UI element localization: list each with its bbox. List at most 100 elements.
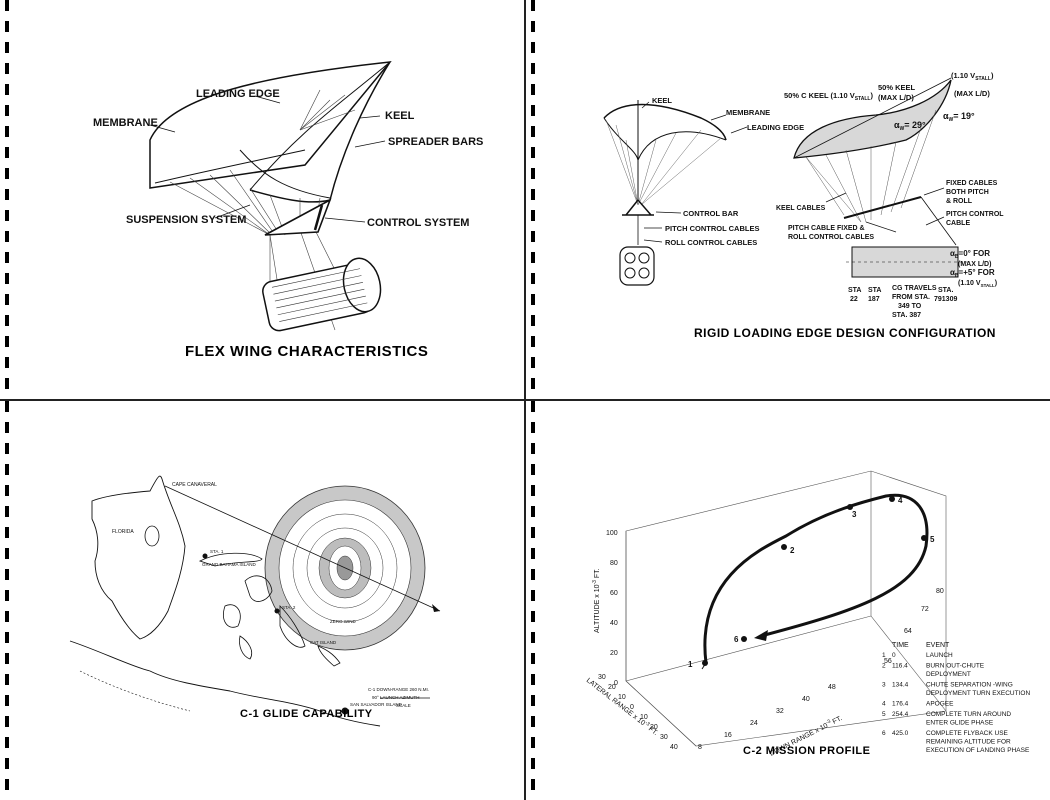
- event-time: 134.4: [892, 682, 909, 689]
- svg-text:80: 80: [610, 560, 618, 567]
- svg-text:20: 20: [610, 650, 618, 657]
- binding-hole: [531, 210, 535, 221]
- binding-hole: [531, 485, 535, 496]
- binding-hole: [5, 315, 9, 326]
- binding-hole: [5, 273, 9, 284]
- event-description: DEPLOYMENT TURN EXECUTION: [926, 690, 1030, 697]
- glide-map: CAPE CANAVERAL FLORIDA GRAND BAHAMA ISLA…: [69, 475, 441, 727]
- binding-hole: [5, 758, 9, 769]
- label-cg-4: STA. 387: [892, 312, 921, 319]
- label-sta-22-b: 22: [850, 296, 858, 303]
- label-membrane: MEMBRANE: [726, 108, 770, 117]
- mission-profile-chart: 100 80 60 40 20 0 ALTITUDE x 10-3 FT. 30…: [585, 470, 1030, 758]
- label-cape: CAPE CANAVERAL: [172, 482, 217, 488]
- point-6: 6: [734, 635, 739, 644]
- binding-hole: [5, 63, 9, 74]
- binding-hole: [5, 147, 9, 158]
- altitude-axis-label: ALTITUDE x 10-3 FT.: [592, 568, 601, 633]
- binding-holes: [530, 0, 536, 399]
- label-max-ld-1: (MAX L/D): [878, 93, 914, 102]
- label-pitch-control-cable-1: PITCH CONTROL: [946, 211, 1004, 218]
- binding-hole: [531, 21, 535, 32]
- svg-text:30: 30: [598, 674, 606, 681]
- point-2: 2: [790, 546, 795, 555]
- label-keel-cables: KEEL CABLES: [776, 205, 826, 212]
- binding-hole: [531, 63, 535, 74]
- front-wing: [603, 103, 727, 141]
- side-payload: [851, 246, 959, 278]
- label-san-salvador: SAN SALVADOR ISLAND: [350, 702, 403, 707]
- binding-hole: [5, 105, 9, 116]
- svg-text:40: 40: [610, 620, 618, 627]
- rigid-design-diagram: KEEL MEMBRANE LEADING EDGE CONTROL BAR P…: [603, 71, 1004, 340]
- label-spreader-bars: SPREADER BARS: [388, 136, 483, 148]
- caption-rigid: RIGID LOADING EDGE DESIGN CONFIGURATION: [694, 326, 996, 340]
- binding-holes: [4, 0, 10, 399]
- binding-hole: [531, 527, 535, 538]
- event-description: LAUNCH: [926, 652, 953, 659]
- label-cg-2: FROM STA.: [892, 294, 930, 301]
- event-description: CHUTE SEPARATION -WING: [926, 682, 1013, 689]
- binding-hole: [531, 674, 535, 685]
- binding-hole: [531, 105, 535, 116]
- mission-profile-page: 100 80 60 40 20 0 ALTITUDE x 10-3 FT. 30…: [525, 400, 1050, 800]
- flex-wing-diagram: LEADING EDGE MEMBRANE KEEL SPREADER BARS…: [93, 61, 483, 360]
- florida-coast: [91, 475, 186, 640]
- label-alpha-19: αW= 19°: [943, 111, 975, 123]
- binding-hole: [531, 590, 535, 601]
- svg-text:10: 10: [618, 694, 626, 701]
- svg-text:10: 10: [640, 714, 648, 721]
- binding-hole: [531, 443, 535, 454]
- binding-hole: [531, 611, 535, 622]
- label-pitch-cable-fixed-1: PITCH CABLE FIXED &: [788, 225, 865, 232]
- label-keel-50: 50% KEEL: [878, 83, 916, 92]
- binding-hole: [5, 21, 9, 32]
- binding-hole: [5, 569, 9, 580]
- event-description: REMAINING ALTITUDE FOR: [926, 739, 1011, 746]
- binding-hole: [531, 401, 535, 412]
- label-fixed-cables-2: BOTH PITCH: [946, 189, 989, 196]
- svg-text:64: 64: [904, 628, 912, 635]
- event-description: APOGEE: [926, 701, 954, 708]
- event-number: 2: [882, 663, 886, 670]
- event-markers: 1 2 3 4 5 6: [688, 496, 935, 669]
- label-alpha-b5-note: (1.10 VSTALL): [958, 280, 997, 288]
- label-keel: KEEL: [385, 110, 415, 122]
- binding-hole: [5, 231, 9, 242]
- event-time: 116.4: [892, 663, 908, 670]
- label-fixed-cables-3: & ROLL: [946, 198, 973, 205]
- control-bar: [264, 198, 332, 236]
- svg-text:72: 72: [921, 606, 929, 613]
- binding-hole: [5, 189, 9, 200]
- label-sta-187-b: 187: [868, 296, 880, 303]
- label-cg-1: CG TRAVELS: [892, 285, 937, 292]
- label-alpha-b0: αB=0° FOR: [950, 249, 990, 260]
- binding-hole: [5, 527, 9, 538]
- label-florida: FLORIDA: [112, 529, 134, 535]
- table-header-event: EVENT: [926, 642, 950, 649]
- event-time: 254.4: [892, 711, 909, 718]
- label-sta1: STA. 1: [210, 549, 224, 554]
- point-1: 1: [688, 660, 693, 669]
- binding-hole: [531, 506, 535, 517]
- binding-hole: [531, 42, 535, 53]
- binding-hole: [5, 42, 9, 53]
- glide-capability-page: CAPE CANAVERAL FLORIDA GRAND BAHAMA ISLA…: [0, 400, 525, 800]
- svg-text:48: 48: [828, 684, 836, 691]
- binding-hole: [5, 210, 9, 221]
- front-payload: [619, 246, 655, 286]
- trajectory-curve: [703, 493, 929, 664]
- label-scale: SCALE: [396, 703, 411, 708]
- san-salvador-marker: [341, 707, 349, 715]
- binding-hole: [531, 294, 535, 305]
- binding-hole: [531, 378, 535, 389]
- binding-hole: [5, 401, 9, 412]
- binding-hole: [531, 569, 535, 580]
- label-sta-last-b: 791309: [934, 296, 957, 303]
- svg-text:40: 40: [802, 696, 810, 703]
- label-sta-187-a: STA: [868, 287, 881, 294]
- svg-text:20: 20: [608, 684, 616, 691]
- point-3: 3: [852, 510, 857, 519]
- plot-box: [625, 470, 947, 747]
- svg-text:16: 16: [724, 732, 732, 739]
